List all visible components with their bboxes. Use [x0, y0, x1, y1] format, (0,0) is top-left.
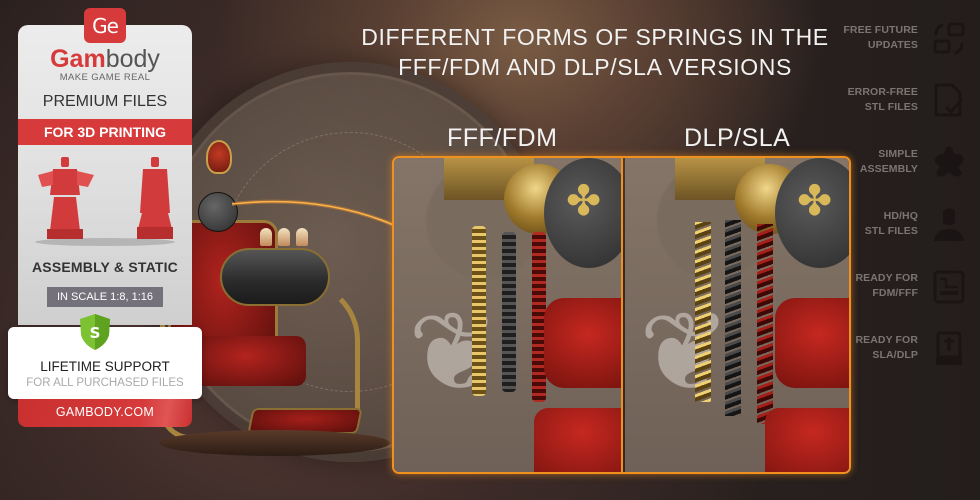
- for-3d-printing-banner: FOR 3D PRINTING: [18, 119, 192, 145]
- gambody-site-link[interactable]: GAMBODY.COM: [18, 399, 192, 427]
- red-cushion-bottom: [534, 408, 621, 472]
- support-title: LIFETIME SUPPORT: [40, 359, 170, 374]
- ornamented-disc: [544, 158, 621, 268]
- throne-sphere: [198, 192, 238, 232]
- logo-badge-text: Ge: [92, 13, 119, 38]
- spring-comparison-panel: ❦ ❦: [392, 156, 851, 474]
- throne-base: [160, 430, 390, 456]
- brand-wordmark: Gambody: [18, 46, 192, 72]
- brand-prefix: Gam: [50, 45, 106, 73]
- sla-printer-icon: [936, 331, 962, 365]
- gambody-logo-badge[interactable]: Ge: [84, 8, 126, 43]
- ornamented-disc: [775, 158, 849, 268]
- svg-text:S: S: [90, 324, 101, 342]
- ornament-swirl: ❦: [407, 291, 501, 414]
- throne-cushion: [186, 336, 306, 386]
- support-subtitle: FOR ALL PURCHASED FILES: [26, 377, 184, 389]
- black-coiled-spring: [725, 220, 741, 416]
- fdm-column-label: FFF/FDM: [447, 124, 558, 152]
- bust-icon: [934, 208, 964, 241]
- scale-badge: IN SCALE 1:8, 1:16: [47, 287, 163, 307]
- gold-straight-spring: [472, 226, 486, 396]
- glow-connector-line: [232, 199, 397, 228]
- headline-line-2: FFF/FDM AND DLP/SLA VERSIONS: [398, 54, 792, 80]
- red-cushion-top: [544, 298, 621, 388]
- premium-files-heading: PREMIUM FILES: [42, 93, 168, 110]
- headline-line-1: DIFFERENT FORMS OF SPRINGS IN THE: [361, 24, 829, 50]
- assembly-static-caption: ASSEMBLY & STATIC: [31, 259, 178, 275]
- black-straight-spring: [502, 232, 516, 392]
- throne-crown: [206, 140, 232, 174]
- promo-card: Ge Gambody MAKE GAME REAL PREMIUM FILES …: [8, 8, 202, 427]
- dlp-column-label: DLP/SLA: [684, 124, 791, 152]
- promo-card-top: Ge Gambody MAKE GAME REAL PREMIUM FILES …: [18, 8, 192, 325]
- dlp-render-pane: ❦: [625, 158, 849, 472]
- shield-icon: S: [80, 314, 110, 350]
- gold-coiled-spring: [695, 222, 711, 402]
- fdm-printer-icon: [933, 270, 965, 304]
- page-headline: DIFFERENT FORMS OF SPRINGS IN THE FFF/FD…: [345, 22, 845, 82]
- brand-suffix: body: [105, 45, 160, 73]
- puzzle-icon: [934, 146, 964, 177]
- red-figures-icon: [35, 157, 175, 246]
- file-check-icon: [934, 83, 964, 117]
- fdm-render-pane: ❦: [394, 158, 623, 472]
- lifetime-support-box: S LIFETIME SUPPORT FOR ALL PURCHASED FIL…: [8, 314, 202, 399]
- red-cushion-bottom: [765, 408, 849, 472]
- throne-tubes: [260, 228, 320, 246]
- red-coiled-spring: [757, 224, 773, 424]
- brand-tagline: MAKE GAME REAL: [59, 72, 151, 83]
- ornament-swirl: ❦: [638, 291, 732, 414]
- red-straight-spring: [532, 232, 546, 402]
- refresh-squares-icon: [933, 22, 965, 55]
- red-cushion-top: [775, 298, 849, 388]
